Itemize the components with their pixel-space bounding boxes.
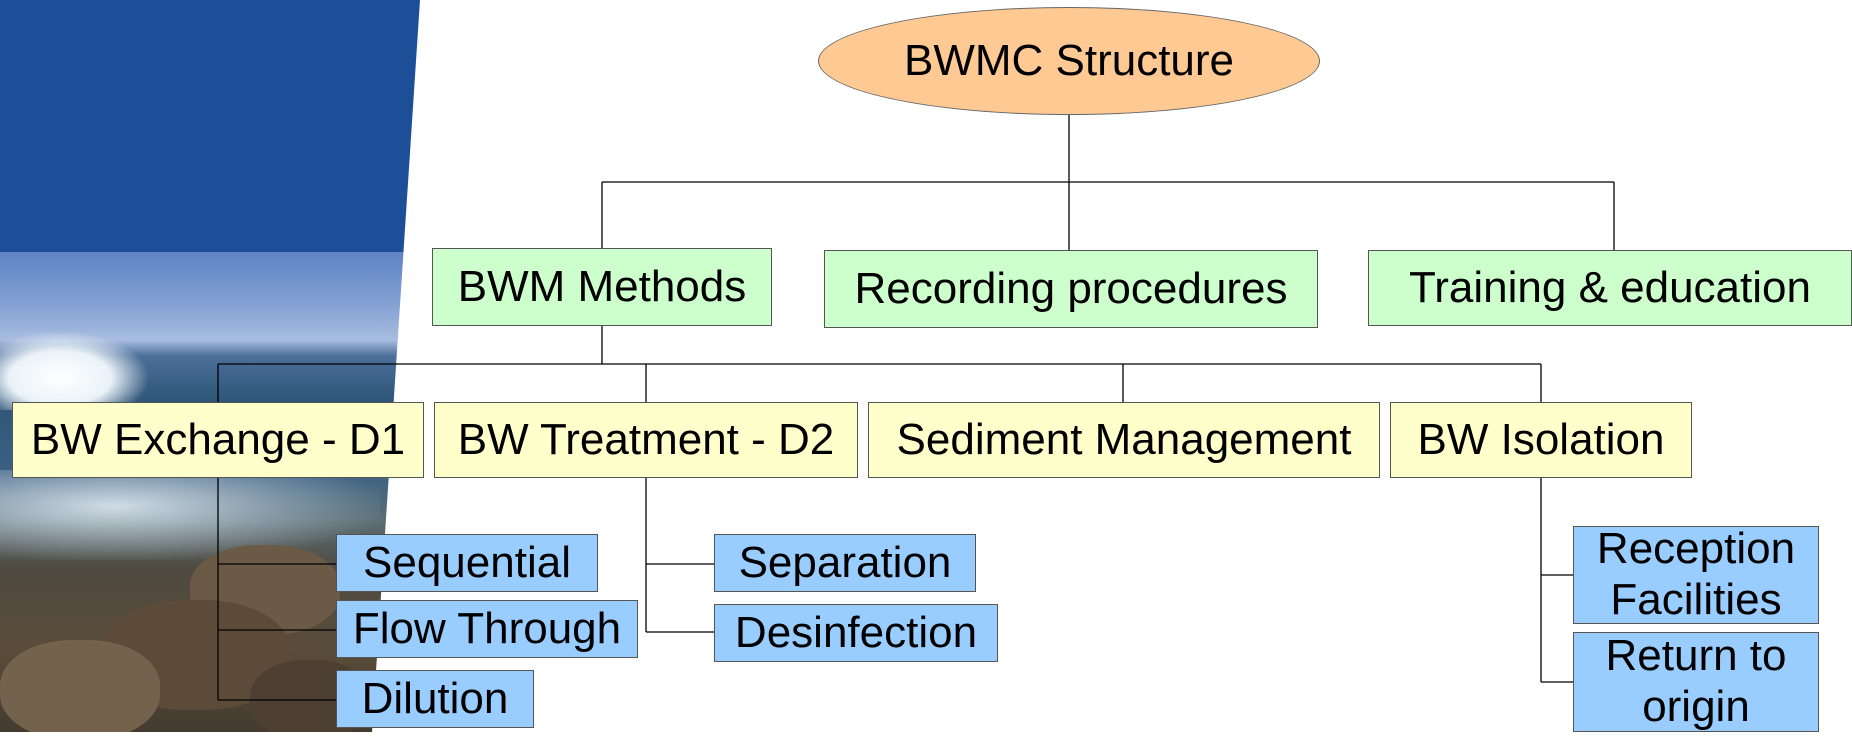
node-bw-treatment: BW Treatment - D2	[434, 402, 858, 478]
node-recording-procedures: Recording procedures	[824, 250, 1318, 328]
node-bw-isolation: BW Isolation	[1390, 402, 1692, 478]
surf-foam	[0, 470, 380, 560]
rock	[0, 640, 160, 732]
node-dilution: Dilution	[336, 670, 534, 728]
node-bw-exchange: BW Exchange - D1	[12, 402, 424, 478]
node-separation: Separation	[714, 534, 976, 592]
node-reception-facilities: Reception Facilities	[1573, 524, 1819, 624]
node-sequential: Sequential	[336, 534, 598, 592]
node-flow-through: Flow Through	[336, 600, 638, 658]
root-node: BWMC Structure	[818, 7, 1320, 115]
node-desinfection: Desinfection	[714, 604, 998, 662]
node-training-education: Training & education	[1368, 250, 1852, 326]
node-sediment-management: Sediment Management	[868, 402, 1380, 478]
coastal-photo-background	[0, 0, 420, 732]
node-bwm-methods: BWM Methods	[432, 248, 772, 326]
node-return-to-origin: Return to origin	[1573, 631, 1819, 732]
wave-splash	[0, 330, 150, 410]
